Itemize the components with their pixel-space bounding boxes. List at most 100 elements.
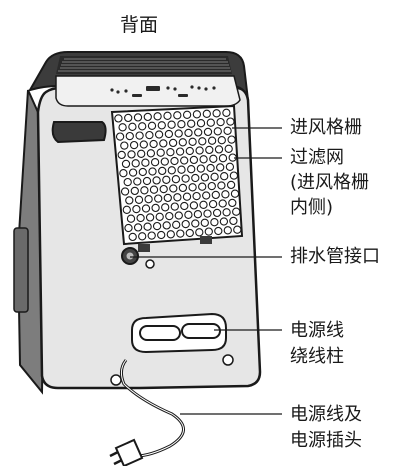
grille-hole: [146, 149, 156, 158]
carry-handle: [51, 121, 107, 144]
grille-hole: [149, 139, 158, 149]
grille-hole: [118, 123, 127, 132]
grille-hole: [141, 204, 151, 213]
grille-hole: [163, 111, 172, 120]
grille-hole: [156, 148, 165, 157]
grille-hole: [157, 121, 166, 130]
intake-grille-holes: [114, 108, 242, 242]
grille-hole: [216, 117, 225, 127]
grille-hole: [204, 227, 213, 236]
grille-hole: [229, 216, 238, 226]
grille-hole: [115, 132, 125, 141]
grille-hole: [134, 195, 144, 204]
grille-hole: [209, 154, 218, 163]
grille-hole: [162, 221, 171, 230]
grille-hole: [159, 184, 168, 194]
grille-hole: [160, 157, 169, 166]
grille-hole: [151, 203, 160, 213]
power-plug: [109, 438, 144, 466]
grille-hole: [193, 210, 203, 219]
grille-hole: [203, 209, 212, 218]
grille-hole: [137, 149, 146, 158]
grille-hole: [225, 162, 235, 171]
grille-hole: [158, 166, 167, 176]
grille-hole: [208, 199, 218, 209]
grille-hole: [150, 158, 160, 167]
label-cord-post-line2: 绕线柱: [290, 346, 344, 367]
grille-hole: [178, 138, 187, 147]
grille-hole: [224, 144, 233, 153]
label-filter-line3: 内侧): [290, 197, 334, 218]
grille-hole: [141, 158, 150, 167]
grille-hole: [119, 169, 128, 178]
grille-hole: [221, 190, 230, 199]
grille-hole: [161, 203, 170, 212]
grille-hole: [196, 164, 206, 173]
wheel-left: [110, 374, 122, 386]
grille-hole: [133, 113, 143, 122]
grille-hole: [142, 176, 152, 186]
grille-hole: [152, 221, 162, 231]
label-filter-line2: (进风格栅: [290, 172, 370, 193]
grille-hole: [200, 218, 209, 227]
grille-hole: [125, 131, 134, 141]
grille-hole: [205, 145, 214, 155]
grille-hole: [128, 168, 138, 177]
grille-hole: [147, 121, 157, 130]
grille-hole: [170, 202, 179, 211]
grille-hole: [128, 122, 137, 131]
grille-hole: [199, 155, 208, 164]
grille-hole: [177, 120, 186, 129]
grille-hole: [213, 127, 222, 136]
grille-hole: [228, 198, 237, 208]
grille-hole: [181, 219, 190, 229]
grille-hole: [162, 175, 171, 184]
grille-hole: [133, 223, 143, 232]
grille-hole: [138, 122, 147, 131]
grille-hole: [227, 135, 236, 144]
grille-hole: [211, 190, 220, 200]
grille-hole: [138, 167, 147, 177]
grille-hole: [147, 231, 156, 240]
grille-hole: [149, 185, 159, 194]
grille-hole: [188, 183, 197, 192]
grille-hole: [206, 118, 215, 127]
grille-hole: [155, 212, 164, 221]
grille-hole: [202, 191, 211, 200]
grille-hole: [195, 146, 204, 155]
diagram-title: 背面: [120, 14, 159, 36]
grille-hole: [130, 186, 139, 196]
grille-hole: [136, 213, 145, 223]
grille-hole: [127, 150, 136, 159]
grille-hole: [126, 214, 136, 223]
grille-hole: [165, 211, 174, 221]
grille-hole: [175, 147, 185, 156]
grille-hole: [180, 156, 189, 165]
grille-hole: [128, 232, 137, 242]
grille-hole: [222, 108, 231, 117]
grille-clip-right: [200, 236, 212, 244]
grille-hole: [174, 129, 183, 138]
grille-hole: [198, 182, 207, 191]
grille-hole: [132, 204, 141, 214]
grille-hole: [148, 167, 157, 176]
grille-hole: [196, 119, 206, 128]
grille-hole: [154, 194, 163, 203]
grille-hole: [145, 213, 155, 222]
grille-hole: [222, 208, 231, 217]
grille-hole: [206, 163, 215, 173]
grille-hole: [120, 187, 130, 196]
grille-hole: [173, 111, 182, 120]
grille-hole: [232, 207, 241, 216]
grille-hole: [229, 171, 239, 180]
grille-hole: [140, 186, 149, 195]
grille-hole: [169, 184, 178, 193]
grille-hole: [117, 150, 126, 160]
grille-hole: [188, 137, 197, 146]
grille-hole: [143, 222, 152, 231]
grille-hole: [184, 128, 193, 138]
grille-hole: [189, 201, 199, 210]
grille-hole: [170, 156, 179, 166]
